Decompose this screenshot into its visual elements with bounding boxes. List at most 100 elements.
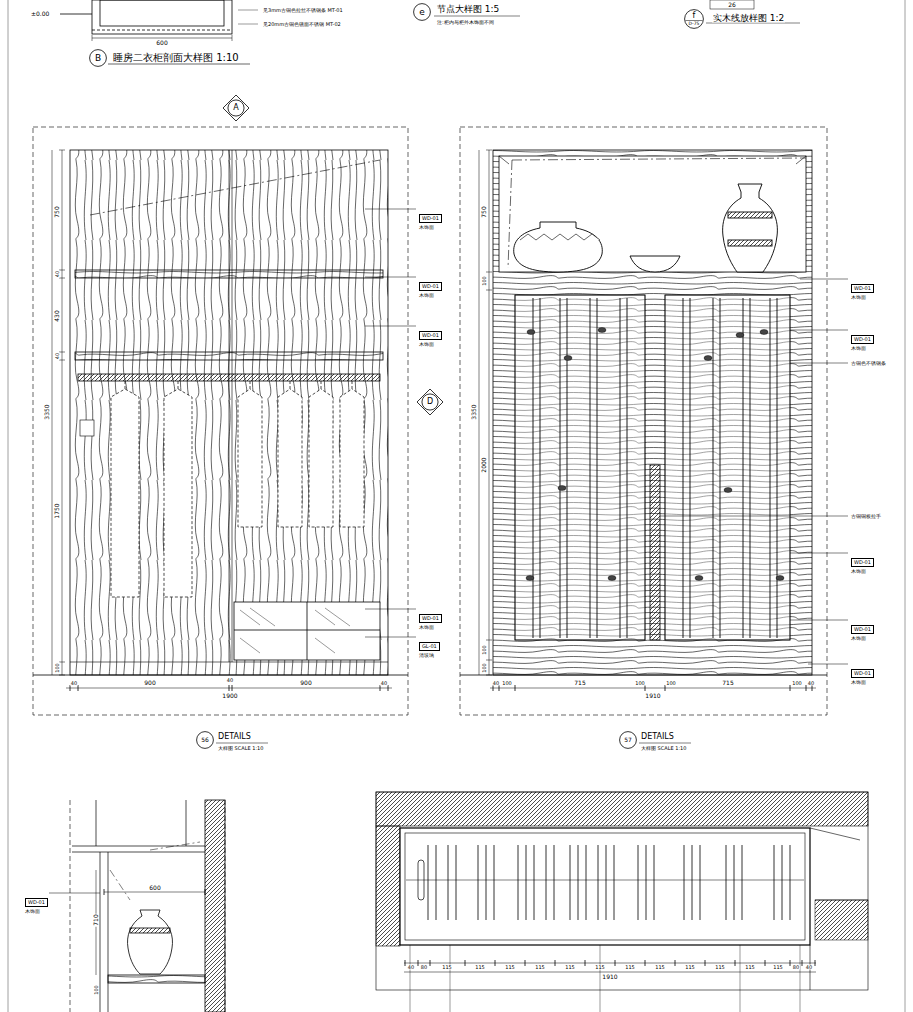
dimension-text: 115 bbox=[744, 965, 756, 970]
detail-callout: 57 bbox=[619, 731, 637, 749]
material-tag: GL-01 清玻璃 bbox=[418, 632, 441, 659]
material-tag: WD-01 木饰面 bbox=[850, 548, 875, 575]
note-text: 大样图 SCALE 1:10 bbox=[640, 746, 687, 751]
callout-number: A bbox=[233, 104, 238, 112]
material-code: WD-01 bbox=[851, 625, 874, 634]
dimension-text: ±0.00 bbox=[30, 11, 50, 17]
dimension-text: 2000 bbox=[481, 456, 487, 473]
callout-number: D bbox=[427, 398, 433, 406]
material-name: 木饰面 bbox=[419, 293, 442, 298]
material-tag: WD-01 木饰面 bbox=[850, 274, 875, 301]
material-name: 木饰面 bbox=[851, 569, 874, 574]
note-text: 古铜铜板拉手 bbox=[850, 514, 882, 519]
dimension-text: 115 bbox=[594, 965, 606, 970]
dimension-text: 715 bbox=[721, 680, 734, 686]
dimension-text: 40 bbox=[380, 681, 388, 686]
material-name: 清玻璃 bbox=[419, 653, 440, 658]
material-name: 木饰面 bbox=[851, 636, 874, 641]
dimension-text: 115 bbox=[654, 965, 666, 970]
dimension-text: 115 bbox=[684, 965, 696, 970]
note-text: 见3mm古铜色拉丝不锈钢条 MT-01 bbox=[262, 8, 344, 13]
material-name: 木饰面 bbox=[419, 342, 442, 347]
dimension-text: 750 bbox=[481, 205, 487, 218]
material-tag: WD-01 木饰面 bbox=[24, 888, 49, 915]
dimension-text: 115 bbox=[534, 965, 546, 970]
section-marker: D bbox=[417, 389, 443, 415]
material-code: WD-01 bbox=[851, 335, 874, 344]
dimension-text: 40 bbox=[226, 678, 234, 683]
material-code: WD-01 bbox=[851, 284, 874, 293]
material-code: WD-01 bbox=[419, 282, 442, 291]
dimension-text: 600 bbox=[155, 40, 168, 46]
dimension-text: 40 bbox=[55, 352, 60, 360]
dimension-text: 100 bbox=[482, 662, 487, 674]
callout-number: 57 bbox=[624, 737, 632, 743]
material-name: 木饰面 bbox=[851, 346, 874, 351]
callout-number: B bbox=[95, 54, 101, 63]
material-code: WD-01 bbox=[25, 898, 48, 907]
dimension-text: 115 bbox=[474, 965, 486, 970]
callout-number: e bbox=[419, 8, 425, 17]
material-tag: WD-01木饰面 bbox=[418, 604, 443, 631]
dimension-text: 100 bbox=[94, 984, 99, 996]
dimension-text: 40 bbox=[807, 681, 815, 686]
material-code: WD-01 bbox=[851, 669, 874, 678]
dimension-text: 40 bbox=[70, 681, 78, 686]
dimension-text: 80 bbox=[420, 965, 428, 970]
note-text: 实木线放样图 1:2 bbox=[712, 14, 785, 23]
note-text: 节点大样图 1:5 bbox=[436, 5, 500, 14]
dimension-text: 115 bbox=[441, 965, 453, 970]
material-tag: WD-01 木饰面 bbox=[418, 204, 443, 231]
callout-number: f bbox=[693, 12, 696, 20]
dimension-text: 115 bbox=[564, 965, 576, 970]
dimension-text: 100 bbox=[482, 275, 487, 287]
dimension-text: 1910 bbox=[644, 693, 661, 699]
detail-callout: 56 bbox=[196, 731, 214, 749]
material-code: WD-01 bbox=[419, 614, 442, 623]
note-text: 注:柜内与柜外木饰面不同 bbox=[436, 20, 495, 25]
material-code: WD-01 bbox=[851, 558, 874, 567]
material-code: WD-01 bbox=[419, 331, 442, 340]
dimension-text: 115 bbox=[624, 965, 636, 970]
material-tag: WD-01 木饰面 bbox=[418, 272, 443, 299]
material-tag: WD-01 木饰面 bbox=[418, 321, 443, 348]
detail-callout: B bbox=[89, 49, 107, 67]
note-text: DETAILS bbox=[217, 733, 252, 741]
dimension-text: 900 bbox=[299, 680, 312, 686]
material-code: WD-01 bbox=[419, 214, 442, 223]
material-tag: WD-01 木饰面 bbox=[850, 659, 875, 686]
dimension-text: 100 bbox=[634, 681, 646, 686]
material-name: 木饰面 bbox=[419, 225, 442, 230]
dimension-text: 3350 bbox=[471, 403, 477, 420]
material-code: GL-01 bbox=[419, 642, 440, 651]
dimension-text: 600 bbox=[148, 885, 161, 891]
dimension-text: 3350 bbox=[44, 403, 50, 420]
material-name: 木饰面 bbox=[851, 295, 874, 300]
note-text: 古铜色不锈钢条 bbox=[850, 361, 887, 366]
note-text: DETAILS bbox=[640, 733, 675, 741]
sheet-reference: D-75 bbox=[689, 22, 700, 27]
dimension-text: 1900 bbox=[221, 693, 238, 699]
dimension-text: 115 bbox=[772, 965, 784, 970]
dimension-text: 1750 bbox=[54, 502, 60, 519]
dimension-text: 80 bbox=[792, 965, 800, 970]
dimension-text: 100 bbox=[791, 681, 803, 686]
dimension-text: 710 bbox=[93, 913, 99, 926]
dimension-text: 40 bbox=[55, 270, 60, 278]
note-text: 睡房二衣柜剖面大样图 1:10 bbox=[112, 53, 240, 63]
detail-callout: fD-75 bbox=[684, 9, 704, 29]
dimension-text: 40 bbox=[492, 681, 500, 686]
material-name: 木饰面 bbox=[25, 909, 48, 914]
detail-callout: e bbox=[413, 3, 431, 21]
material-name: 木饰面 bbox=[851, 680, 874, 685]
dimension-text: 40 bbox=[805, 965, 813, 970]
dimension-text: 115 bbox=[504, 965, 516, 970]
dimension-text: 100 bbox=[55, 662, 60, 674]
material-tag: WD-01 木饰面 bbox=[850, 325, 875, 352]
dimension-text: 900 bbox=[143, 680, 156, 686]
dimension-text: 26 bbox=[727, 2, 737, 8]
note-text: 见20mm古铜色镜面不锈钢 MT-02 bbox=[262, 22, 342, 27]
section-marker: A bbox=[223, 95, 249, 121]
dimension-text: 1910 bbox=[601, 974, 618, 980]
